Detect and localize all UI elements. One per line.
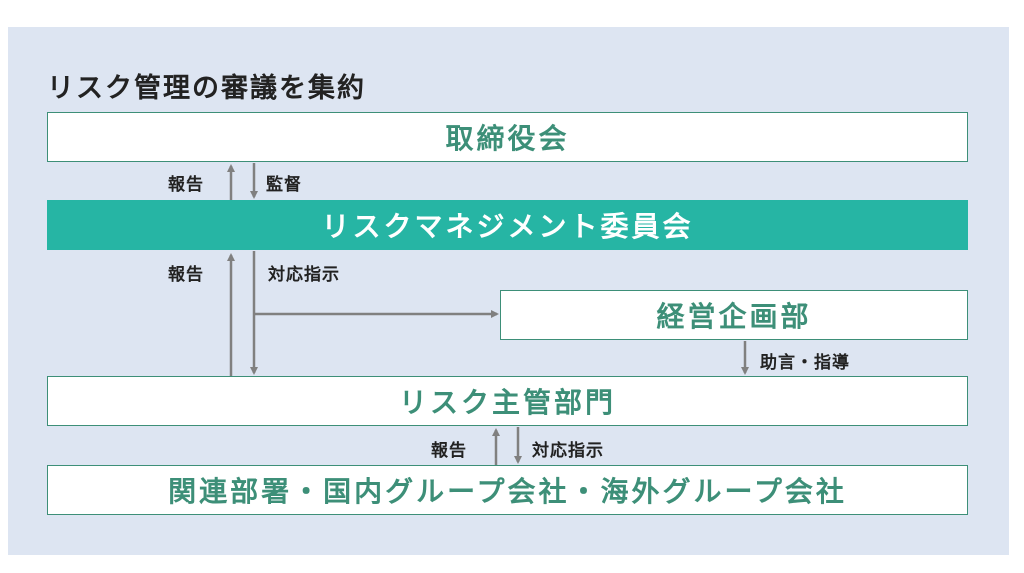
label-report1: 報告 [168, 175, 204, 195]
planning-box: 経営企画部 [500, 290, 968, 340]
group-box: 関連部署・国内グループ会社・海外グループ会社 [47, 465, 968, 515]
label-advice: 助言・指導 [760, 353, 850, 373]
label-report2: 報告 [168, 265, 204, 285]
diagram-title: リスク管理の審議を集約 [47, 73, 366, 104]
label-instruct2: 対応指示 [532, 441, 604, 461]
risk-dept-box: リスク主管部門 [47, 376, 968, 426]
committee-box: リスクマネジメント委員会 [47, 200, 968, 250]
label-report3: 報告 [431, 441, 467, 461]
board-box: 取締役会 [47, 112, 968, 162]
label-supervise: 監督 [266, 175, 302, 195]
label-instruct1: 対応指示 [268, 265, 340, 285]
